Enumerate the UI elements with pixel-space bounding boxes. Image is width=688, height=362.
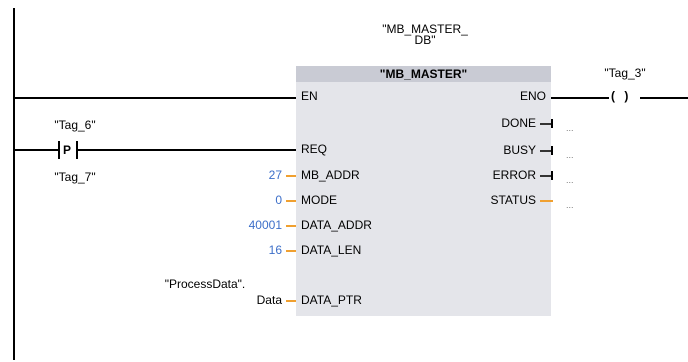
busy-arrow <box>551 146 553 155</box>
input-mb-addr-label: MB_ADDR <box>301 168 360 182</box>
input-mode-label: MODE <box>301 193 337 207</box>
contact-symbol[interactable]: P <box>63 143 72 157</box>
output-busy-label: BUSY <box>503 143 536 157</box>
contact-right-bar <box>76 141 78 159</box>
en-wire <box>15 97 296 99</box>
output-error-label: ERROR <box>492 168 536 182</box>
mode-wire <box>286 200 296 202</box>
error-wire <box>540 175 551 177</box>
error-arrow <box>551 171 553 180</box>
input-data-ptr-label: DATA_PTR <box>301 293 362 307</box>
input-en-label: EN <box>301 89 318 103</box>
contact-tag-below[interactable]: "Tag_7" <box>54 170 96 184</box>
power-rail <box>13 8 15 360</box>
coil-output-wire <box>640 97 688 99</box>
param-data-ptr-line1[interactable]: "ProcessData". <box>164 277 246 291</box>
param-data-ptr-line2[interactable]: Data <box>256 293 282 307</box>
error-unconnected[interactable]: ... <box>566 175 574 185</box>
coil-tag[interactable]: "Tag_3" <box>604 66 646 80</box>
param-mb-addr-value[interactable]: 27 <box>268 168 282 182</box>
data-addr-wire <box>286 225 296 227</box>
contact-left-bar <box>58 141 60 159</box>
busy-wire <box>540 150 551 152</box>
input-data-addr-label: DATA_ADDR <box>301 218 372 232</box>
param-data-addr-value[interactable]: 40001 <box>248 218 282 232</box>
mb-master-block[interactable] <box>296 66 551 316</box>
mb-addr-wire <box>286 175 296 177</box>
param-mode-value[interactable]: 0 <box>275 193 282 207</box>
status-unconnected[interactable]: ... <box>566 200 574 210</box>
block-name[interactable]: "MB_MASTER" <box>379 67 468 81</box>
input-req-label: REQ <box>301 142 328 156</box>
status-wire <box>540 200 553 202</box>
block-header <box>296 66 551 82</box>
input-data-len-label: DATA_LEN <box>301 243 362 257</box>
req-wire-right <box>78 149 296 151</box>
param-data-len-value[interactable]: 16 <box>268 243 282 257</box>
done-arrow <box>551 119 553 128</box>
eno-wire <box>551 97 609 99</box>
req-wire-left <box>15 149 58 151</box>
instance-db-name-line1[interactable]: "MB_MASTER_ <box>382 22 468 36</box>
coil-symbol[interactable]: ( ) <box>611 89 632 103</box>
done-unconnected[interactable]: ... <box>566 123 574 133</box>
output-done-label: DONE <box>501 116 536 130</box>
output-eno-label: ENO <box>519 89 546 103</box>
done-wire <box>540 123 551 125</box>
data-ptr-wire <box>286 300 296 302</box>
output-status-label: STATUS <box>490 193 536 207</box>
instance-db-name-line2[interactable]: DB" <box>414 33 436 47</box>
contact-tag-above[interactable]: "Tag_6" <box>54 118 96 132</box>
data-len-wire <box>286 250 296 252</box>
busy-unconnected[interactable]: ... <box>566 150 574 160</box>
